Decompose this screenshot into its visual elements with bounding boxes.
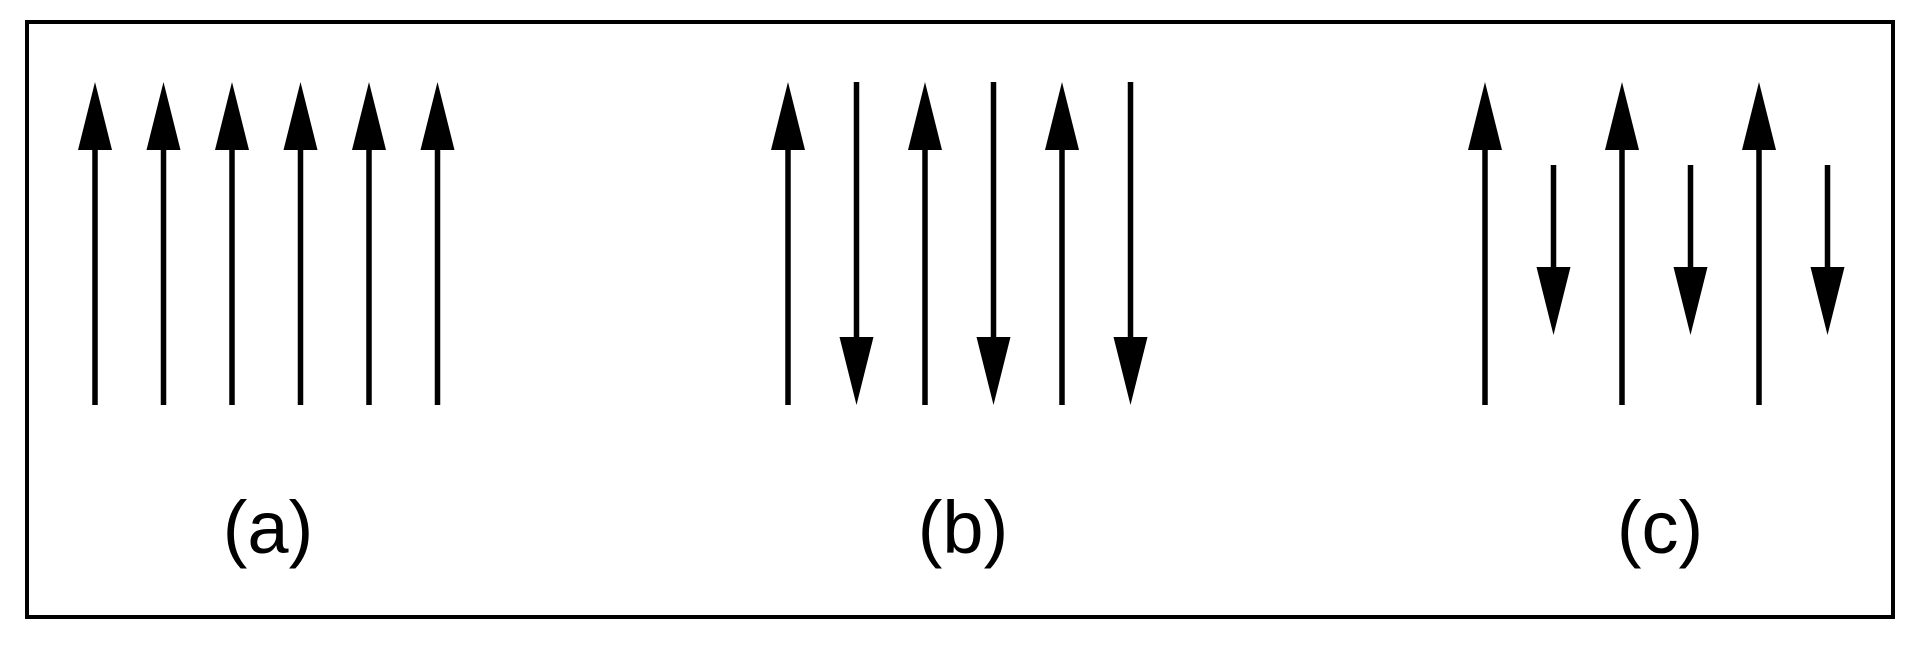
spin-arrow-head bbox=[1605, 82, 1639, 150]
spin-arrow-down-icon bbox=[976, 82, 1011, 405]
figure-frame bbox=[25, 20, 1895, 619]
spin-arrow-head bbox=[1742, 82, 1776, 150]
panel-c-label: (c) bbox=[1617, 486, 1703, 569]
spin-arrow-up-icon bbox=[771, 82, 805, 405]
panel-c bbox=[1468, 82, 1845, 405]
spin-arrow-up-icon bbox=[1742, 82, 1776, 405]
spin-arrow-down-icon bbox=[839, 82, 874, 405]
spin-arrow-up-icon bbox=[420, 82, 455, 405]
spin-arrow-up-icon bbox=[146, 82, 181, 405]
spin-arrow-head bbox=[1673, 267, 1708, 335]
panel-b-label: (b) bbox=[918, 486, 1008, 569]
spin-arrow-head bbox=[283, 82, 318, 150]
spin-arrow-head bbox=[420, 82, 455, 150]
spin-arrow-head bbox=[78, 82, 112, 150]
panel-a bbox=[78, 82, 455, 405]
spin-arrow-up-icon bbox=[1468, 82, 1502, 405]
spin-arrow-up-icon bbox=[352, 82, 386, 405]
panel-a-label: (a) bbox=[223, 486, 313, 569]
spin-arrow-up-icon bbox=[283, 82, 318, 405]
spin-arrow-down-icon bbox=[1673, 165, 1708, 335]
spin-arrow-head bbox=[1045, 82, 1079, 150]
spin-arrow-head bbox=[1468, 82, 1502, 150]
panel-b bbox=[771, 82, 1148, 405]
spin-arrow-head bbox=[976, 337, 1011, 405]
spin-arrow-up-icon bbox=[1605, 82, 1639, 405]
spin-arrow-down-icon bbox=[1536, 165, 1571, 335]
spin-arrow-head bbox=[1113, 337, 1148, 405]
spin-arrow-head bbox=[146, 82, 181, 150]
spin-arrow-head bbox=[352, 82, 386, 150]
spin-arrow-up-icon bbox=[1045, 82, 1079, 405]
spin-arrow-down-icon bbox=[1810, 165, 1845, 335]
spin-arrow-up-icon bbox=[908, 82, 942, 405]
spin-arrow-head bbox=[215, 82, 249, 150]
spin-arrow-head bbox=[771, 82, 805, 150]
spin-arrow-down-icon bbox=[1113, 82, 1148, 405]
spin-arrow-head bbox=[1536, 267, 1571, 335]
spin-arrow-up-icon bbox=[78, 82, 112, 405]
spin-arrow-head bbox=[908, 82, 942, 150]
spin-arrow-head bbox=[1810, 267, 1845, 335]
spin-arrow-head bbox=[839, 337, 874, 405]
spin-arrow-up-icon bbox=[215, 82, 249, 405]
